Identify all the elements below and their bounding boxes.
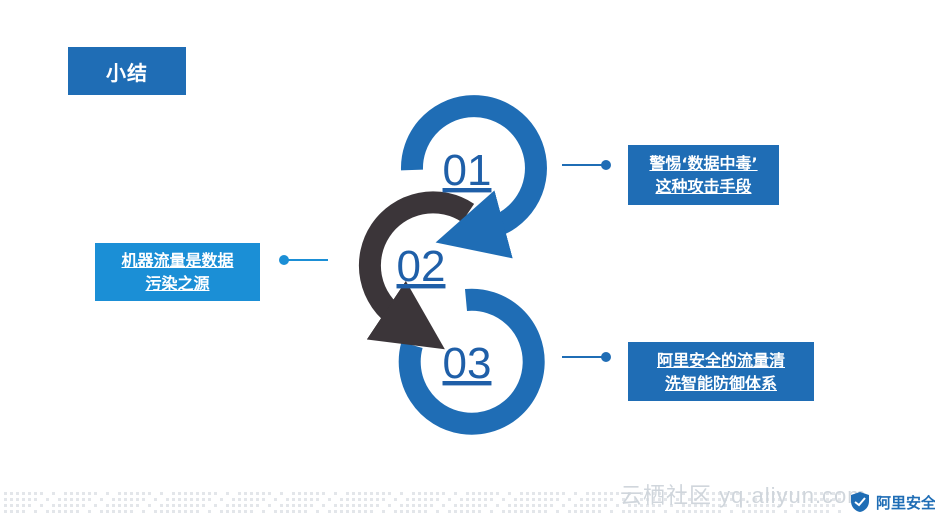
ring-03 (398, 288, 545, 435)
ring-01 (400, 95, 547, 259)
logo-text: 阿里安全 (876, 494, 935, 512)
footer-dots (4, 492, 841, 513)
callout-03-line-1: 阿里安全的流量清 (656, 350, 785, 370)
callout-03-line-2: 洗智能防御体系 (664, 373, 777, 393)
step-number-03: 03 (443, 339, 492, 388)
callout-step-03: 阿里安全的流量清 洗智能防御体系 (628, 342, 814, 401)
connector-03 (562, 352, 611, 362)
connector-02 (279, 255, 328, 265)
section-title: 小结 (68, 47, 186, 95)
brand-logo: 阿里安全 (848, 490, 935, 514)
callout-02-line-1: 机器流量是数据 (121, 251, 234, 270)
shield-icon (851, 492, 869, 512)
callout-step-02: 机器流量是数据 污染之源 (95, 243, 260, 301)
callout-01-line-1: 警惕‘数据中毒’ (649, 154, 758, 173)
step-number-01: 01 (443, 146, 492, 195)
watermark: 云栖社区 yq.aliyun.com (620, 483, 867, 508)
step-number-02: 02 (397, 242, 446, 291)
callout-02-line-2: 污染之源 (145, 274, 210, 293)
connector-01 (562, 160, 611, 170)
callout-step-01: 警惕‘数据中毒’ 这种攻击手段 (628, 145, 779, 205)
callout-01-line-2: 这种攻击手段 (655, 177, 752, 196)
